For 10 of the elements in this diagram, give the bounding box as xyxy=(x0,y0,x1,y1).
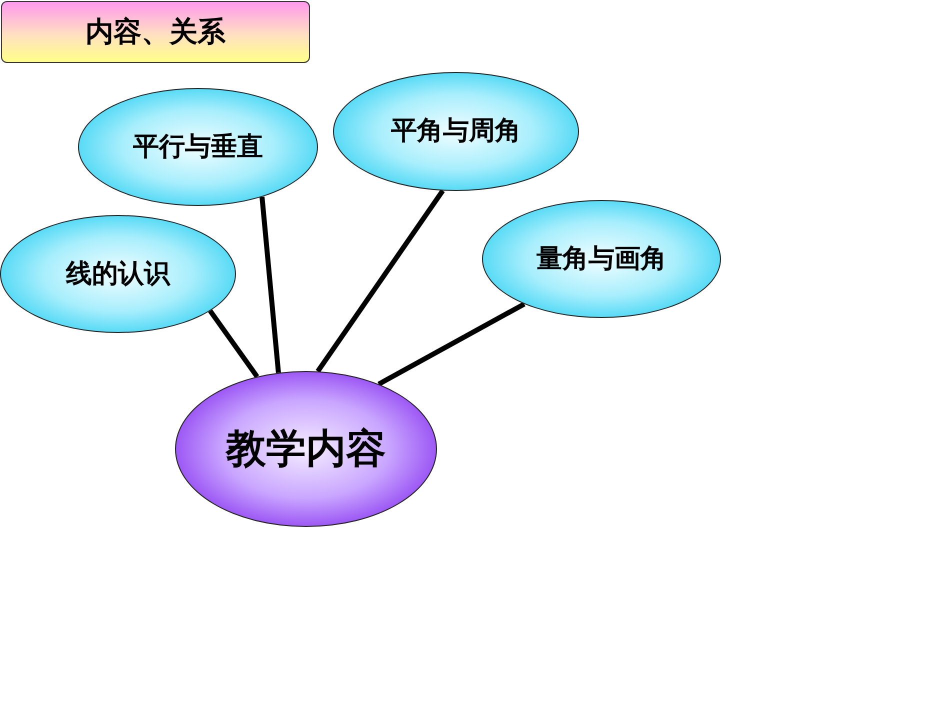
topic-ellipse: 量角与画角 xyxy=(482,200,721,318)
topic-ellipse: 平角与周角 xyxy=(333,72,579,191)
connector-line xyxy=(378,302,526,386)
central-ellipse: 教学内容 xyxy=(175,371,437,527)
title-banner: 内容、关系 xyxy=(1,1,310,63)
topic-ellipse: 平行与垂直 xyxy=(78,88,318,206)
connector-line xyxy=(208,309,260,378)
connector-line xyxy=(316,189,445,373)
connector-line xyxy=(260,196,281,373)
topic-ellipse: 线的认识 xyxy=(0,215,236,333)
